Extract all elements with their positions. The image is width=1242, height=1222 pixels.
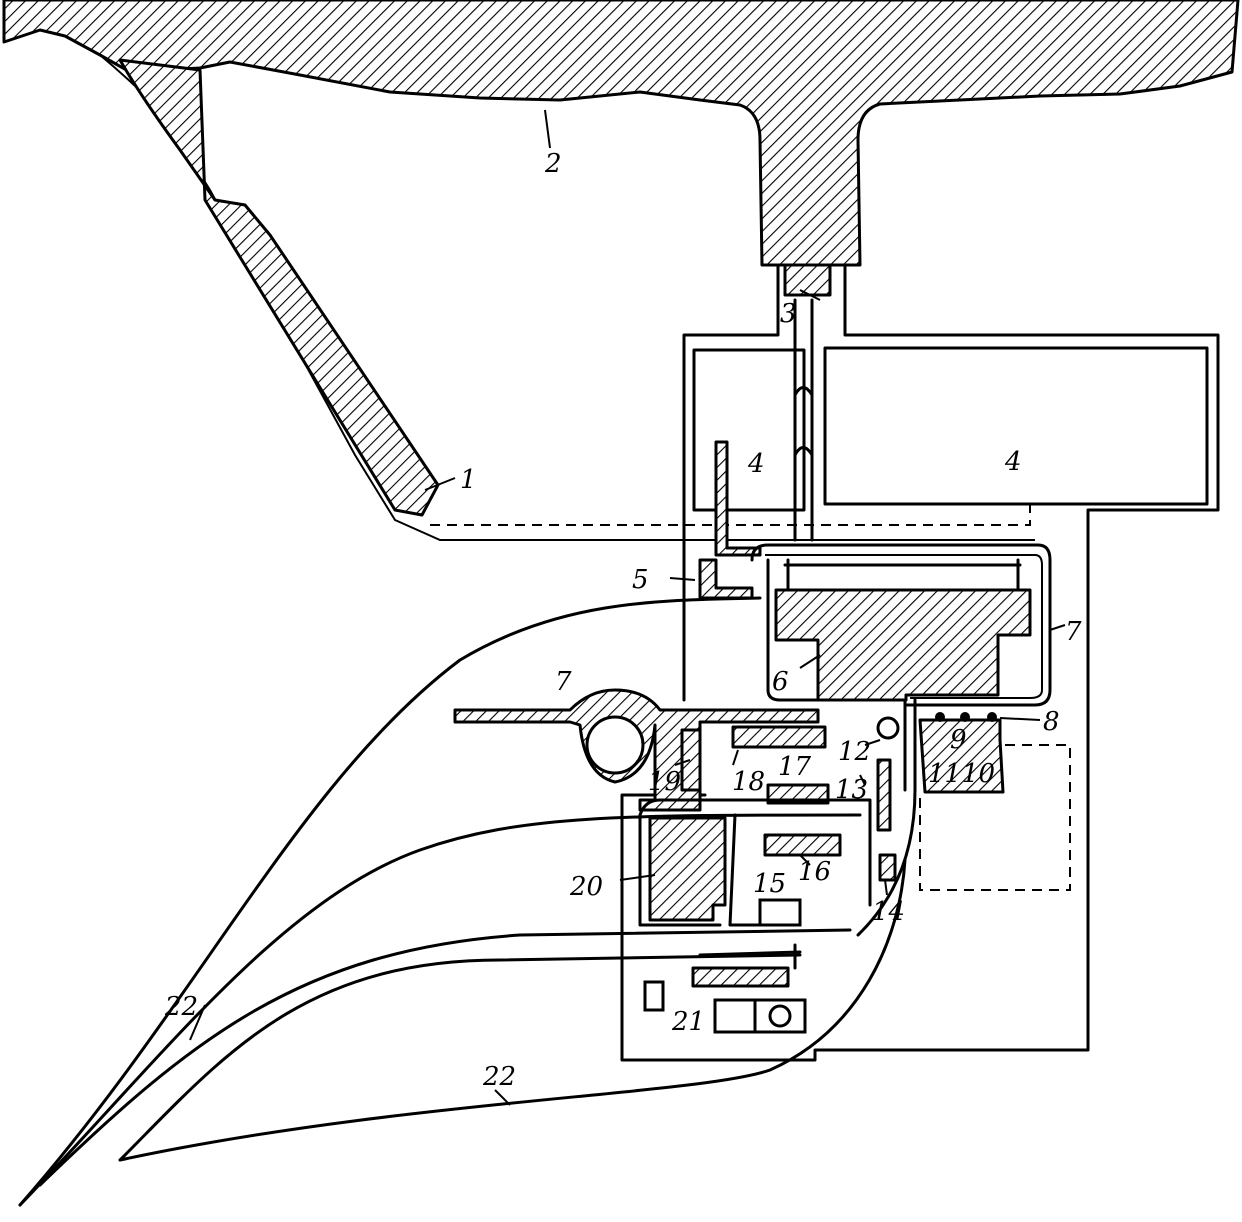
label-4-left: 4 xyxy=(747,449,765,479)
label-7-right: 7 xyxy=(1065,617,1082,647)
diagonal-member xyxy=(118,58,440,517)
label-10: 10 xyxy=(962,759,995,789)
small-rect-21a xyxy=(643,980,665,1012)
vertical-rod xyxy=(856,698,917,937)
label-22-lower: 22 xyxy=(482,1062,516,1092)
housing-20 xyxy=(638,798,872,927)
block-3 xyxy=(783,263,832,297)
label-15: 15 xyxy=(753,869,786,899)
label-11: 11 xyxy=(928,759,961,789)
block-9-10 xyxy=(918,718,1005,794)
chamber-4-inner-post xyxy=(714,440,762,557)
pipe-7-ring xyxy=(585,715,645,775)
housing-7 xyxy=(750,543,1052,707)
top-body xyxy=(2,0,1240,267)
label-9: 9 xyxy=(950,725,967,755)
valve-12 xyxy=(876,716,900,740)
label-2: 2 xyxy=(544,149,562,179)
diagonal-member-outline xyxy=(99,54,1035,541)
post-13 xyxy=(876,758,892,832)
label-16: 16 xyxy=(798,857,831,887)
bracket-5 xyxy=(698,558,754,600)
rod-top xyxy=(783,558,1022,592)
label-8: 8 xyxy=(1043,707,1060,737)
label-1: 1 xyxy=(460,465,477,495)
pin-8b xyxy=(960,712,970,722)
pin-8a xyxy=(935,712,945,722)
label-17: 17 xyxy=(778,752,812,782)
cable-22-e xyxy=(118,858,907,1162)
label-21: 21 xyxy=(671,1007,705,1037)
bar-21 xyxy=(691,966,790,988)
post-19 xyxy=(680,728,702,792)
pin-8c xyxy=(987,712,997,722)
label-12: 12 xyxy=(838,737,871,767)
label-5: 5 xyxy=(632,565,649,595)
block-16 xyxy=(763,833,842,857)
label-13: 13 xyxy=(835,775,868,805)
label-19: 19 xyxy=(648,767,681,797)
block-20 xyxy=(648,816,727,922)
bar-18 xyxy=(731,725,827,749)
label-22-upper: 22 xyxy=(164,992,198,1022)
chamber-4-left xyxy=(692,348,806,512)
label-20: 20 xyxy=(569,872,603,902)
round-21 xyxy=(768,1004,792,1028)
vertical-duct xyxy=(793,298,814,542)
label-4-right: 4 xyxy=(1004,447,1022,477)
leader-lines xyxy=(189,109,1066,1106)
dashed-link-upper xyxy=(430,505,1031,526)
housing-inner xyxy=(765,554,1043,699)
small-box-21b xyxy=(713,998,757,1034)
main-block-6 xyxy=(774,588,1032,702)
dashed-box xyxy=(919,744,1071,891)
cable-22-a xyxy=(18,596,762,1207)
block-15 xyxy=(758,898,802,927)
trunk-channel xyxy=(620,263,1220,1062)
label-7-left: 7 xyxy=(555,667,572,697)
label-3: 3 xyxy=(780,299,797,329)
cable-22-d xyxy=(118,953,802,1162)
cable-22-c xyxy=(38,928,852,1187)
label-6: 6 xyxy=(772,667,789,697)
label-14: 14 xyxy=(872,897,905,927)
chamber-4-right xyxy=(823,346,1209,506)
label-18: 18 xyxy=(732,767,765,797)
cable-22-b xyxy=(18,813,862,1207)
block-14 xyxy=(878,853,897,882)
